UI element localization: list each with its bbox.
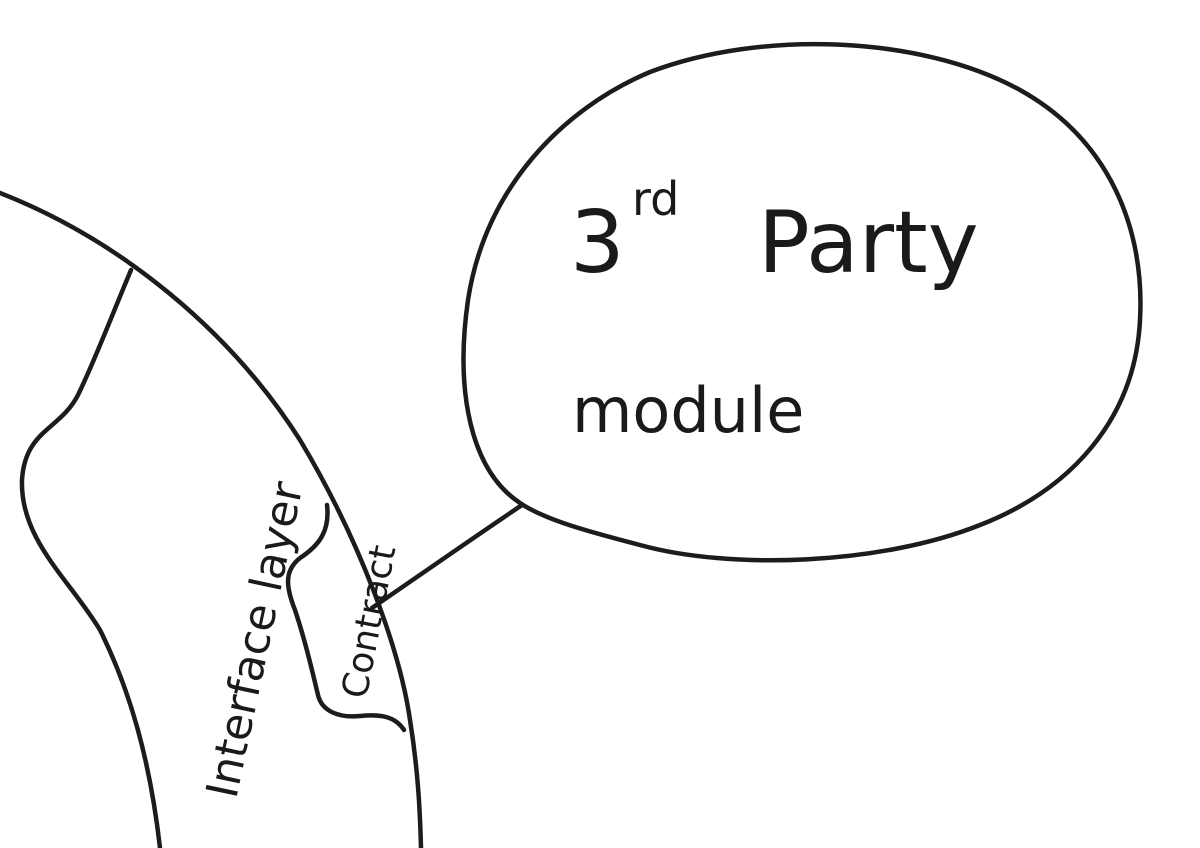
module-title-word: Party xyxy=(758,193,979,293)
interface-layer-label: Interface layer xyxy=(197,476,314,802)
module-title-number: 3 xyxy=(570,193,625,293)
outer-component-boundary xyxy=(0,190,424,848)
module-subtitle: module xyxy=(572,374,804,447)
module-title-ordinal-suffix: rd xyxy=(632,172,679,226)
contract-label: Contract xyxy=(335,542,405,702)
module-connector-line xyxy=(369,502,525,611)
contract-boundary xyxy=(285,502,407,733)
third-party-module-ellipse xyxy=(461,41,1143,563)
interface-layer-inner-boundary xyxy=(19,267,163,848)
